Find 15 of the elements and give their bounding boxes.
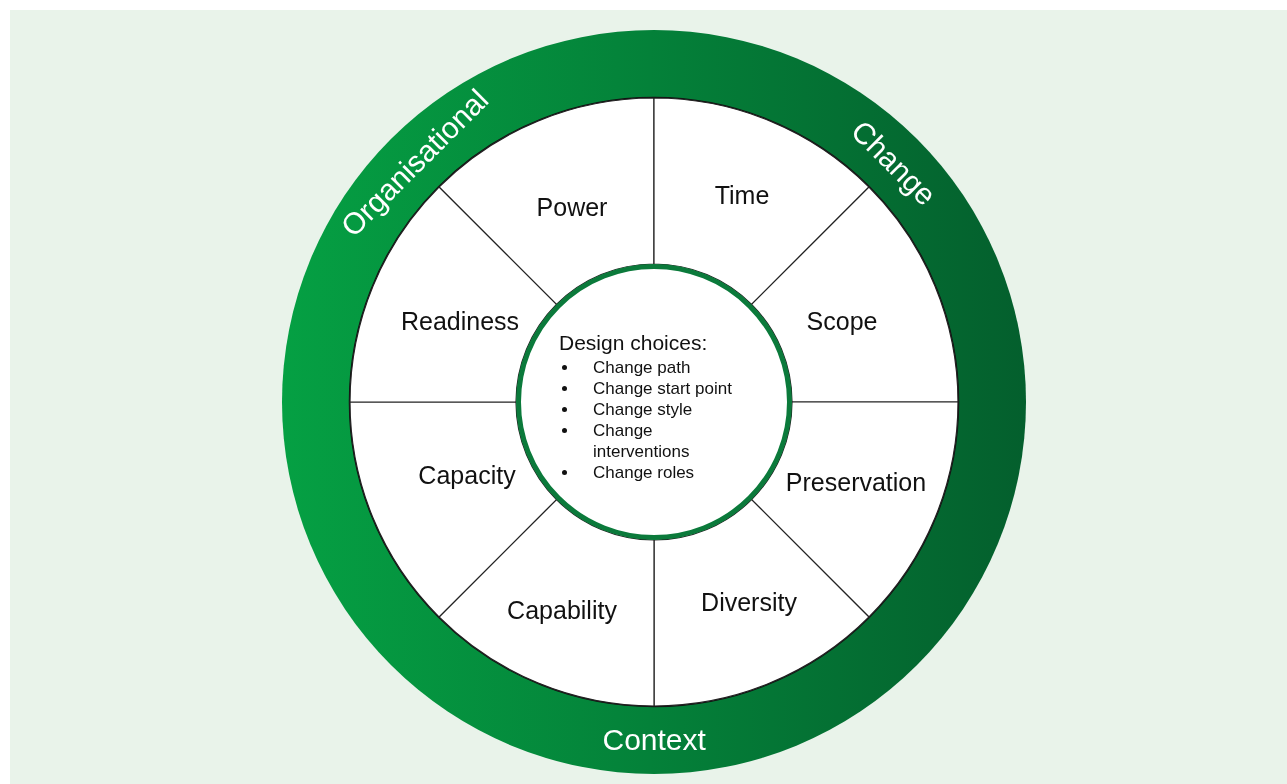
segment-label: Power — [536, 192, 608, 222]
list-item: Change path — [593, 358, 691, 377]
center-heading: Design choices: — [559, 331, 708, 355]
list-item: Change interventions — [593, 421, 690, 461]
segment-label: Preservation — [785, 467, 927, 497]
list-item: Change style — [593, 400, 693, 419]
segment-label: Capacity — [418, 460, 516, 490]
list-item: Change roles — [593, 463, 695, 482]
segment-label: Time — [714, 180, 770, 210]
segment-label: Scope — [806, 306, 878, 336]
segment-label: Readiness — [400, 306, 520, 336]
segment-label: Capability — [507, 595, 617, 625]
ring-label: Context — [602, 723, 706, 757]
list-item: Change start point — [593, 379, 732, 398]
segment-label: Diversity — [701, 587, 797, 617]
